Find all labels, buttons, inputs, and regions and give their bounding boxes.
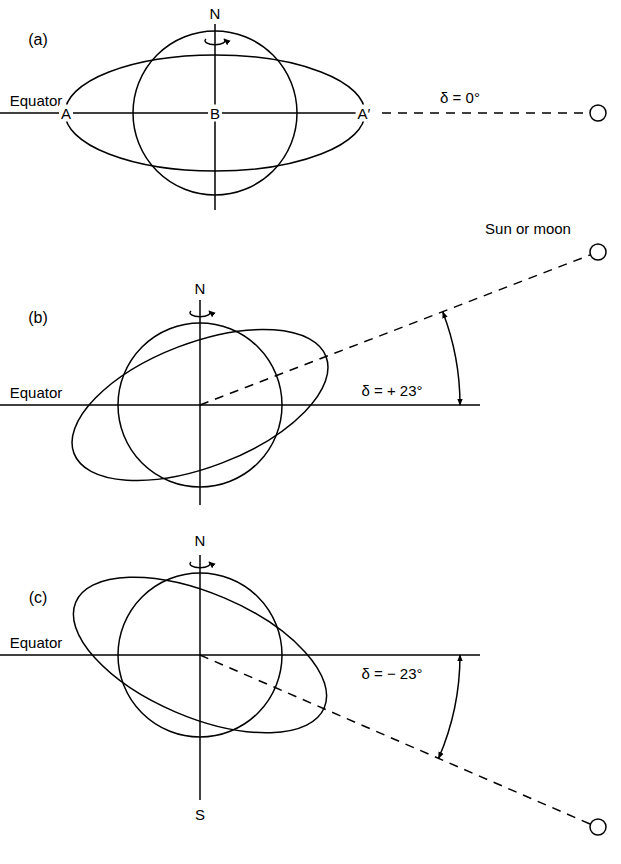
pole-label: N: [193, 532, 208, 549]
direction-line: [200, 655, 590, 824]
rotation-arrow: [190, 311, 210, 317]
panel-letter: (a): [26, 31, 50, 49]
panel-letter: (b): [26, 309, 50, 327]
rotation-arrow: [190, 562, 210, 568]
pole-label: N: [193, 280, 208, 297]
point-label: A′: [356, 105, 373, 122]
rotation-axis: [199, 300, 201, 505]
sun-moon-symbol: [590, 819, 606, 835]
declination-arc: [443, 312, 460, 405]
declination-label: δ = + 23°: [359, 382, 424, 399]
equator-label: Equator: [8, 634, 65, 651]
direction-line: [200, 255, 590, 405]
panel-letter: (c): [27, 589, 50, 607]
pole-label: S: [193, 806, 207, 823]
rotation-axis: [199, 555, 201, 800]
equator-line: [0, 404, 480, 406]
tidal-bulge: [65, 55, 365, 171]
sun-moon-symbol: [590, 105, 606, 121]
equator-line: [0, 654, 480, 656]
pole-label: N: [208, 5, 223, 22]
point-label: A: [59, 105, 73, 122]
equator-line: [0, 112, 370, 114]
declination-arc: [439, 655, 460, 758]
sun-moon-symbol: [590, 244, 606, 260]
earth-circle: [133, 31, 297, 195]
declination-label: δ = 0°: [438, 89, 482, 106]
direction-line: [382, 112, 589, 114]
equator-label: Equator: [8, 92, 65, 109]
equator-label: Equator: [8, 384, 65, 401]
declination-label: δ = − 23°: [359, 665, 424, 682]
rotation-arrow: [205, 39, 225, 45]
point-label: B: [208, 105, 222, 122]
body-label: Sun or moon: [483, 220, 573, 237]
